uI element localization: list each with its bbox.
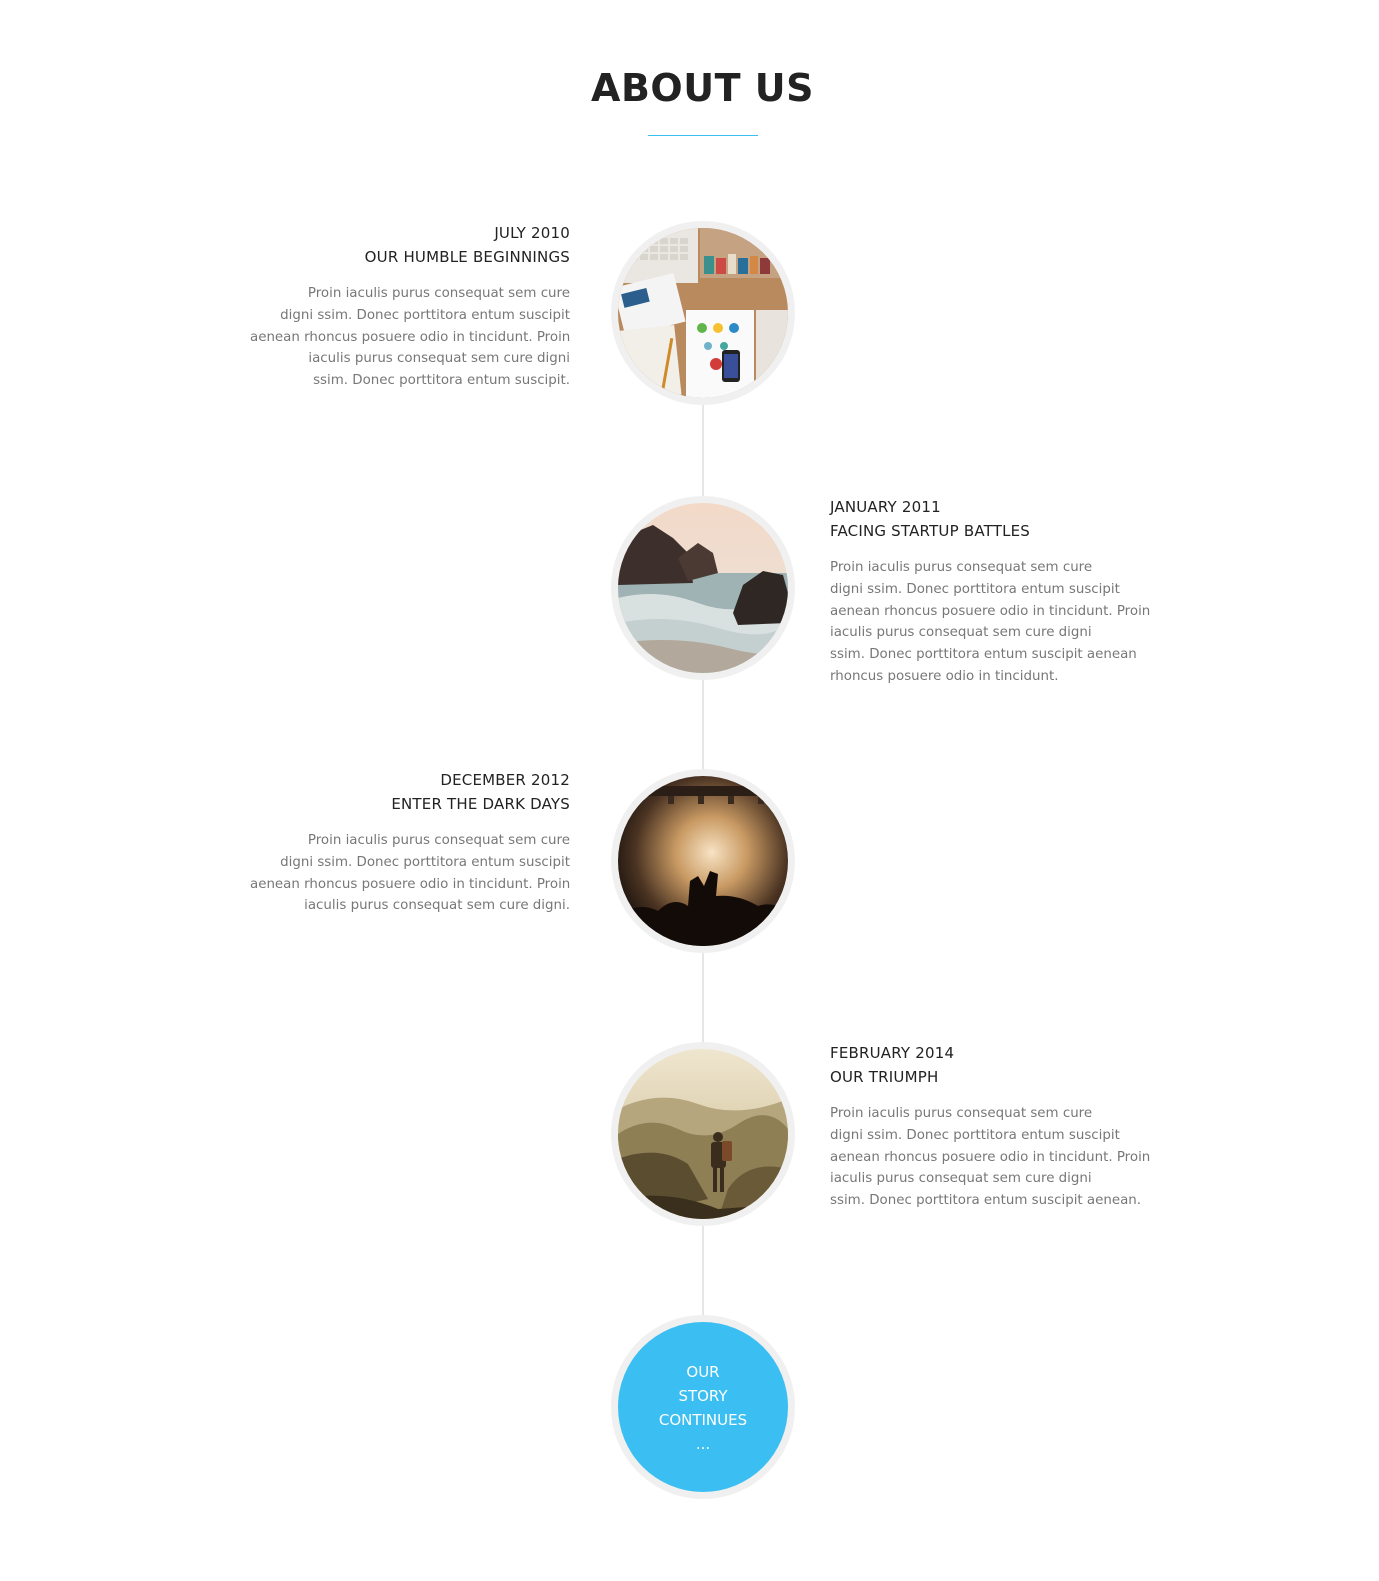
timeline-entry-2014: FEBRUARY 2014 OUR TRIUMPH Proin iaculis … [830,1041,1150,1212]
entry-body: Proin iaculis purus consequat sem cure d… [830,1103,1150,1212]
entry-body-line: aenean rhoncus posuere odio in tincidunt… [830,603,1151,619]
timeline-node-continues: OUR STORY CONTINUES ... [611,1315,795,1499]
entry-body-line: Proin iaculis purus consequat sem cure [307,833,570,848]
title-underline [648,135,758,136]
entry-heading: OUR HUMBLE BEGINNINGS [364,248,570,266]
entry-body-line: Proin iaculis purus consequat sem cure [830,560,1093,575]
entry-heading: ENTER THE DARK DAYS [391,795,570,813]
entry-body-line: ssim. Donec porttitora entum suscipit. [313,373,570,389]
entry-body-line: iaculis purus consequat sem cure digni [830,1171,1092,1187]
entry-body-line: iaculis purus consequat sem cure digni [308,351,570,367]
entry-body: Proin iaculis purus consequat sem cure d… [250,830,570,917]
entry-body-line: digni ssim. Donec porttitora entum susci… [830,1127,1120,1143]
entry-body-line: aenean rhoncus posuere odio in tincidunt… [250,876,571,892]
desk-workspace-image [618,228,788,398]
entry-body-line: aenean rhoncus posuere odio in tincidunt… [830,1149,1151,1165]
mountain-hiker-image [618,1049,788,1219]
entry-date: DECEMBER 2012 [440,771,570,789]
entry-body-line: digni ssim. Donec porttitora entum susci… [280,854,570,870]
timeline-node-2010 [611,221,795,405]
entry-body-line: iaculis purus consequat sem cure digni. [304,898,570,914]
timeline-node-2011 [611,496,795,680]
sea-rocks-image [618,503,788,673]
story-continues-button[interactable]: OUR STORY CONTINUES ... [618,1322,788,1492]
continues-line: ... [695,1435,711,1453]
entry-date: JANUARY 2011 [830,498,941,516]
timeline-node-2014 [611,1042,795,1226]
continues-line: STORY [678,1387,728,1405]
entry-body-line: digni ssim. Donec porttitora entum susci… [280,307,570,323]
entry-body-line: digni ssim. Donec porttitora entum susci… [830,581,1120,597]
continues-line: OUR [686,1363,720,1381]
entry-heading: OUR TRIUMPH [830,1068,939,1086]
entry-body: Proin iaculis purus consequat sem cure d… [250,283,570,392]
timeline-entry-2012: DECEMBER 2012 ENTER THE DARK DAYS Proin … [250,768,570,917]
entry-body-line: iaculis purus consequat sem cure digni [830,625,1092,641]
section-title: ABOUT US [591,66,814,110]
entry-body-line: aenean rhoncus posuere odio in tincidunt… [250,329,571,345]
entry-date: JULY 2010 [494,224,570,242]
timeline-node-2012 [611,769,795,953]
entry-heading: FACING STARTUP BATTLES [830,522,1031,540]
entry-date: FEBRUARY 2014 [830,1044,955,1062]
entry-body-line: rhoncus posuere odio in tincidunt. [830,668,1059,684]
entry-body-line: ssim. Donec porttitora entum suscipit ae… [830,1193,1142,1209]
timeline-entry-2010: JULY 2010 OUR HUMBLE BEGINNINGS Proin ia… [250,221,570,392]
concert-crowd-image [618,776,788,946]
entry-body: Proin iaculis purus consequat sem cure d… [830,557,1150,688]
continues-line: CONTINUES [658,1411,748,1429]
entry-body-line: Proin iaculis purus consequat sem cure [830,1106,1093,1121]
entry-body-line: Proin iaculis purus consequat sem cure [307,286,570,301]
timeline-entry-2011: JANUARY 2011 FACING STARTUP BATTLES Proi… [830,495,1150,688]
entry-body-line: ssim. Donec porttitora entum suscipit ae… [830,647,1137,663]
